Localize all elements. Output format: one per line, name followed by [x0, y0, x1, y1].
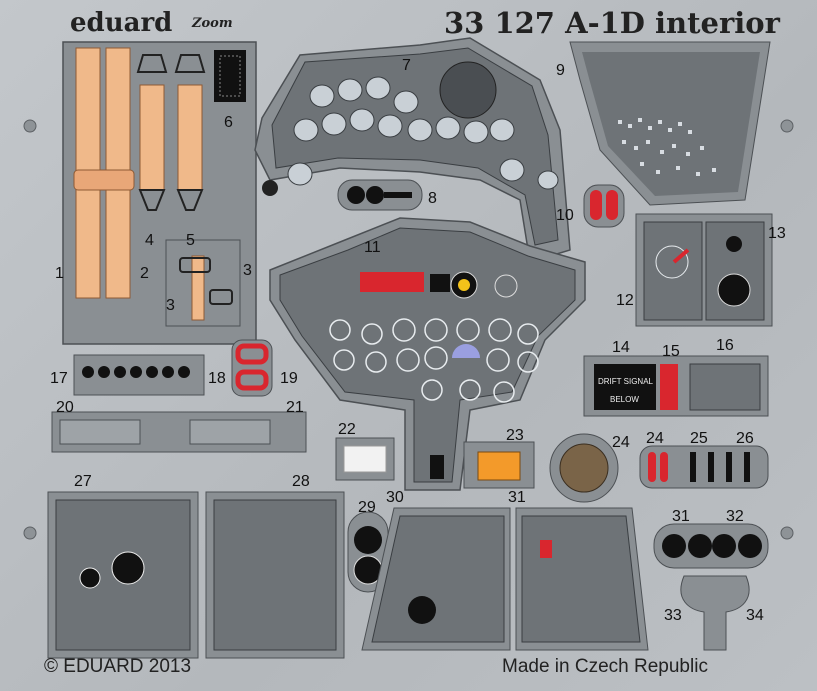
part-26 — [47, 491, 199, 659]
part-number-label: 5 — [186, 232, 195, 249]
part-number-label: 34 — [746, 607, 764, 624]
part-number-label: 4 — [145, 232, 154, 249]
part-29 — [361, 507, 511, 651]
part-number-label: 31 — [672, 508, 690, 525]
part-number-label: 17 — [50, 370, 68, 387]
part-28 — [347, 511, 389, 593]
part-number-label: 33 — [664, 607, 682, 624]
part-number-label: 2 — [140, 265, 149, 282]
part-number-label: 28 — [292, 473, 310, 490]
part-34 — [583, 184, 625, 228]
part-number-label: 1 — [55, 265, 64, 282]
part-number-label: 19 — [280, 370, 298, 387]
part-number-label: 3 — [166, 297, 175, 314]
part-number-label: 8 — [428, 190, 437, 207]
part-number-label: 20 — [56, 399, 74, 416]
part-number-label: 30 — [386, 489, 404, 506]
mounting-hole — [23, 119, 37, 133]
part-number-label: 15 — [662, 343, 680, 360]
part-number-label: 32 — [726, 508, 744, 525]
mounting-hole — [780, 119, 794, 133]
part-number-label: 26 — [736, 430, 754, 447]
part-20 — [463, 441, 535, 489]
part-19 — [549, 433, 619, 503]
part-number-label: 14 — [612, 339, 630, 356]
part-16-17-18 — [639, 445, 769, 489]
part-30 — [515, 507, 649, 651]
mounting-hole — [23, 526, 37, 540]
harness-parts — [62, 41, 257, 345]
part-number-label: 16 — [716, 337, 734, 354]
part-number-label: 13 — [768, 225, 786, 242]
part-number-label: 24 — [612, 434, 630, 451]
part-number-label: 24 — [646, 430, 664, 447]
part-number-label: 3 — [243, 262, 252, 279]
part-number-label: 21 — [286, 399, 304, 416]
part-22-25 — [51, 411, 307, 453]
brand-logo: eduard — [70, 8, 173, 38]
drift-signal-label: DRIFT SIGNAL — [598, 377, 654, 386]
part-number-label: 25 — [690, 430, 708, 447]
mounting-hole — [780, 526, 794, 540]
part-number-label: 6 — [224, 114, 233, 131]
copyright-text: © EDUARD 2013 — [44, 656, 192, 677]
part-number-label: 23 — [506, 427, 524, 444]
part-24 — [73, 354, 205, 396]
part-number-label: 22 — [338, 421, 356, 438]
part-number-label: 12 — [616, 292, 634, 309]
part-number-label: 9 — [556, 62, 565, 79]
part-21 — [335, 437, 395, 481]
part-number-label: 18 — [208, 370, 226, 387]
part-27 — [205, 491, 345, 659]
part-number-label: 10 — [556, 207, 574, 224]
part-number-label: 7 — [402, 57, 411, 74]
part-number-label: 31 — [508, 489, 526, 506]
part-32-33 — [680, 575, 750, 651]
part-11-12 — [635, 213, 773, 327]
part-number-label: 11 — [364, 239, 381, 256]
drift-signal-below-label: BELOW — [610, 395, 639, 404]
part-10 — [569, 41, 771, 206]
part-number-label: 27 — [74, 473, 92, 490]
part-13-14-15: DRIFT SIGNAL BELOW — [583, 355, 769, 417]
main-instrument-panel-7 — [269, 217, 586, 491]
part-31 — [653, 523, 769, 569]
brand-sub-logo: Zoom — [192, 16, 233, 31]
part-number-label: 29 — [358, 499, 376, 516]
part-8 — [337, 179, 423, 211]
part-23 — [231, 339, 273, 397]
origin-text: Made in Czech Republic — [502, 656, 708, 677]
set-title: 33 127 A-1D interior — [444, 6, 780, 40]
